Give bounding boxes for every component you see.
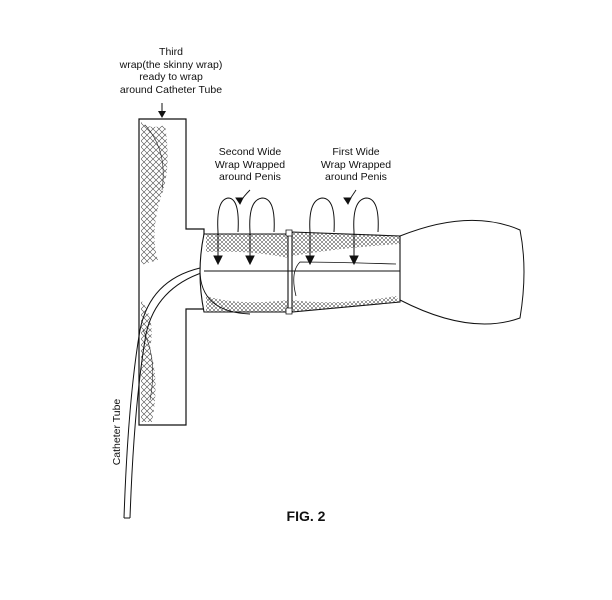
catheter-tube-label: Catheter Tube <box>111 398 123 466</box>
second-wide-wrap <box>199 233 289 315</box>
third-wrap-label: Third wrap(the skinny wrap) ready to wra… <box>119 46 223 96</box>
third-wrap <box>138 118 205 426</box>
catheter-tube <box>123 267 205 519</box>
figure-caption: FIG. 2 <box>286 508 326 524</box>
first-wrap-direction-arrows <box>305 197 379 266</box>
penis-outline <box>399 219 525 325</box>
second-wrap-direction-arrows <box>213 197 275 266</box>
second-wrap-label: Second Wide Wrap Wrapped around Penis <box>214 146 286 183</box>
first-wide-wrap <box>285 229 401 315</box>
third-wrap-pointer-arrow <box>158 103 166 118</box>
label-pointer-arrows <box>235 189 357 205</box>
first-wrap-label: First Wide Wrap Wrapped around Penis <box>320 146 392 183</box>
